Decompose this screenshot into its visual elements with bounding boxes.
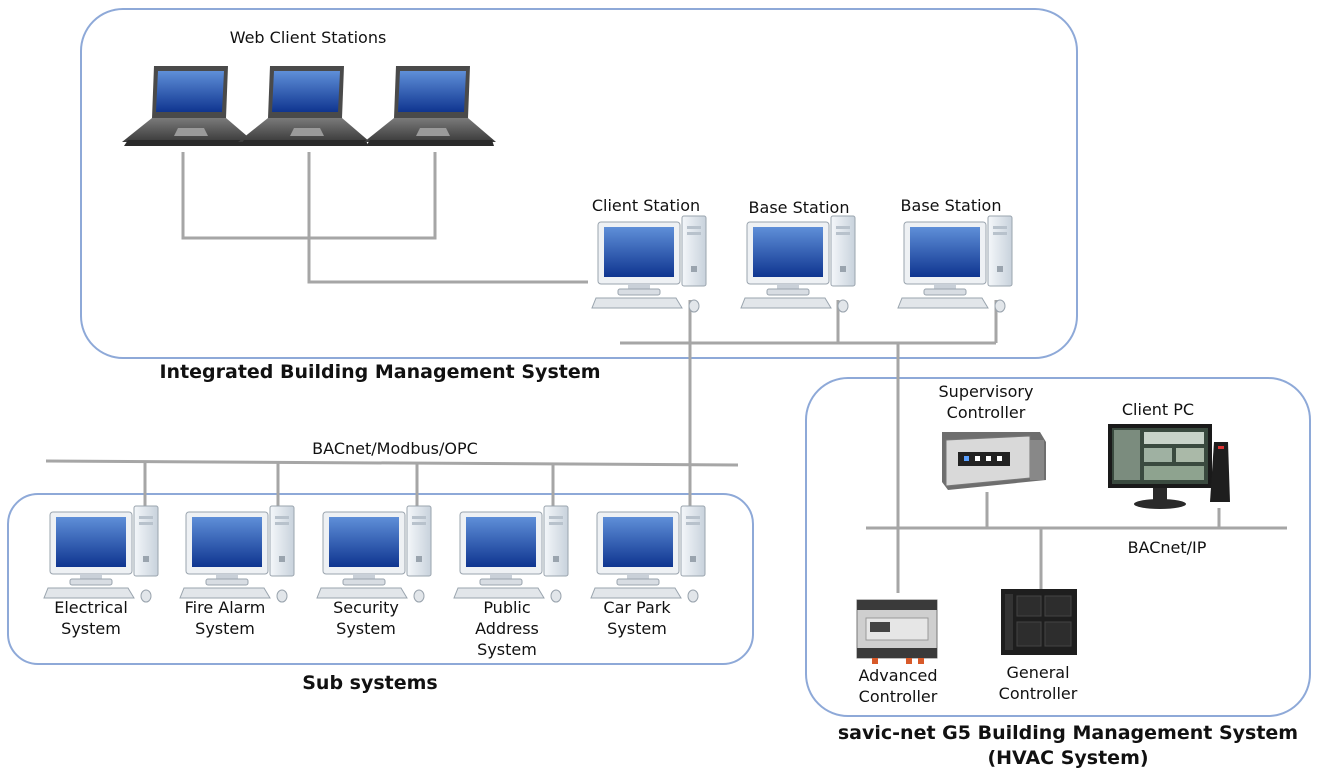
advanced-controller-icon [856,599,938,664]
base-station-2-label: Base Station [900,196,1002,215]
general-controller-icon [1001,589,1077,655]
subsystem-label-car-park: Car Park System [603,598,671,638]
fire-alarm-system-computer-icon [179,505,295,603]
subsystem-label-security: Security System [333,598,399,638]
laptop-icon [238,66,370,146]
general-controller-label: General Controller [998,663,1078,703]
laptop-icon [122,66,254,146]
bacnet-ip-label: BACnet/IP [1127,538,1207,557]
web-client-stations-label: Web Client Stations [229,28,387,47]
laptop-icon [364,66,496,146]
public-address-system-computer-icon [453,505,569,603]
subsystem-label-electrical: Electrical System [54,598,128,638]
savic-title: savic-net G5 Building Management System … [837,722,1299,769]
supervisory-controller-icon [942,432,1046,490]
subsystems-frame [7,493,754,665]
savic-frame [805,377,1311,717]
base-station-computer-icon [740,215,856,313]
car-park-system-computer-icon [590,505,706,603]
client-pc-icon [1108,424,1230,509]
ibms-frame [80,8,1078,359]
supervisory-controller-label: Supervisory Controller [938,382,1034,422]
electrical-system-computer-icon [43,505,159,603]
base-station-1-label: Base Station [748,198,850,217]
client-station-computer-icon [591,215,707,313]
subsystems-bus-label: BACnet/Modbus/OPC [312,439,478,458]
security-system-computer-icon [316,505,432,603]
ibms-title: Integrated Building Management System [159,361,601,383]
client-pc-label: Client PC [1121,400,1195,419]
subsystems-title: Sub systems [302,672,438,694]
subsystem-label-public-address: Public Address System [475,598,539,659]
base-station-computer-icon [897,215,1013,313]
subsystem-label-fire-alarm: Fire Alarm System [184,598,266,638]
wiring [45,152,1287,593]
advanced-controller-label: Advanced Controller [858,666,938,706]
client-station-label: Client Station [591,196,701,215]
